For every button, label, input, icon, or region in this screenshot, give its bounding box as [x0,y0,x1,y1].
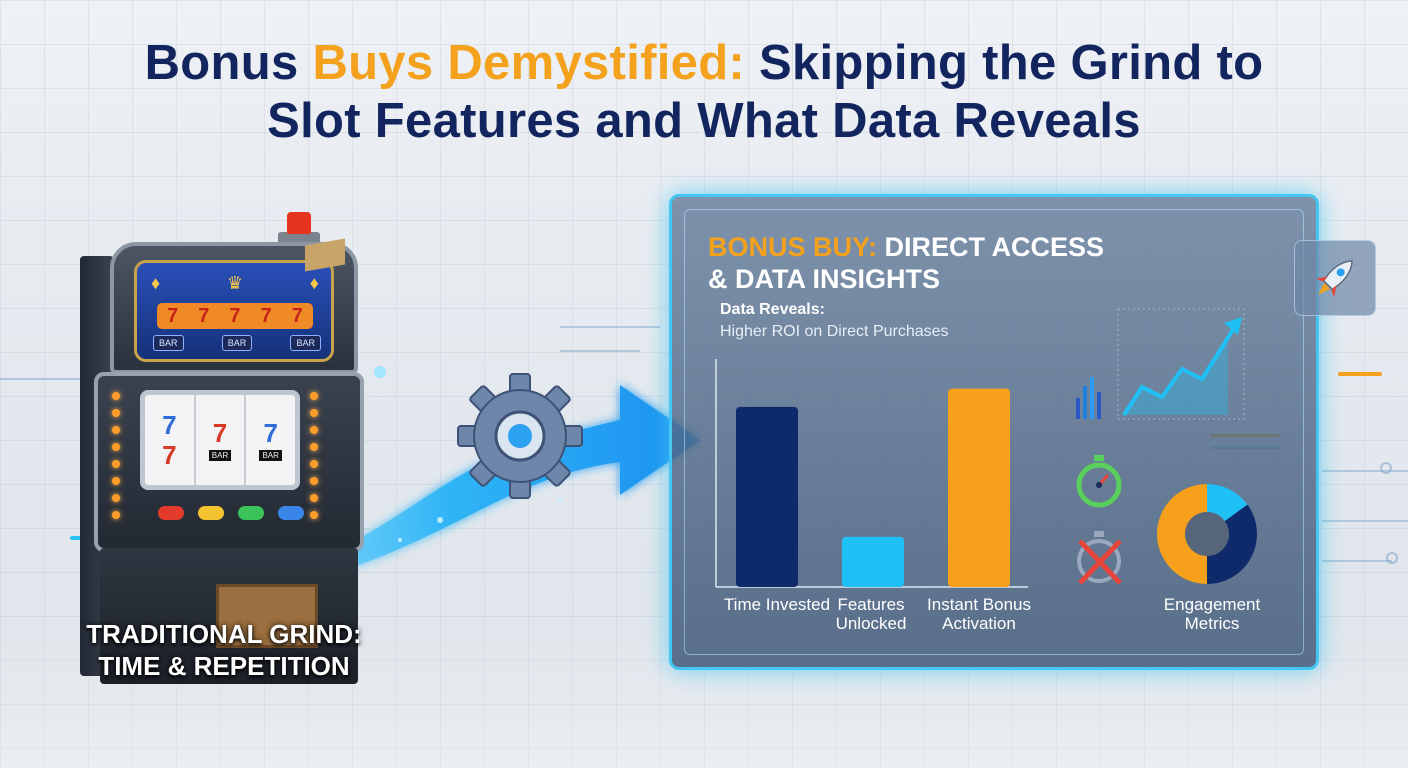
circuit-line [560,326,660,328]
bar-tag: BAR [290,335,321,351]
trend-frame [1117,308,1245,420]
stopwatch-cross-icon [1077,531,1122,585]
accent-dash [1338,372,1382,376]
machine-buttons [158,506,304,520]
green-button[interactable] [238,506,264,520]
seven-symbol: 7 [260,304,272,327]
red-button[interactable] [158,506,184,520]
title-part1: Bonus [144,36,299,90]
page-title: Bonus Buys Demystified: Skipping the Gri… [0,34,1408,150]
circuit-node [1386,552,1398,564]
seven-symbol: 7 [263,417,278,448]
panel-title-accent: BONUS BUY: [708,232,878,262]
bar-tag: BAR [153,335,184,351]
engagement-donut-chart [1157,484,1257,584]
bell-icon: ♦ [151,273,161,293]
reel-window: 7 7 7 BAR 7 BAR [140,390,300,490]
category-label-instant-bonus: Instant Bonus Activation [927,595,1031,633]
category-label-features-unlocked: Features Unlocked [835,595,907,633]
category-label-time-invested: Time Invested [723,595,831,614]
seven-symbol: 7 [229,304,241,327]
sparkle-dots [348,366,602,542]
engagement-metrics-label: Engagement Metrics [1163,595,1261,633]
left-lights [112,392,128,519]
bell-icon: ♦ [309,273,319,293]
right-lights [310,392,326,519]
label-line2: TIME & REPETITION [98,651,350,681]
mini-bar-group [1076,377,1101,419]
mini-bar [1097,392,1101,419]
circuit-line [1322,470,1408,472]
trend-arrow-head [1224,317,1242,335]
topper-icons: ♦ ♛ ♦ [151,273,319,294]
bar-features-unlocked [842,536,904,587]
circuit-node [1380,462,1392,474]
panel-title: BONUS BUY: DIRECT ACCESS & DATA INSIGHTS [708,231,1104,295]
donut-segment [1207,504,1257,584]
panel-inner-frame [684,209,1304,655]
traditional-grind-label: TRADITIONAL GRIND: TIME & REPETITION [44,618,404,682]
blue-button[interactable] [278,506,304,520]
bar-tag: BAR [221,335,253,351]
topper-bar-row: BAR BAR BAR [153,335,321,351]
title-accent: Buys Demystified: [312,36,746,90]
coin-door [216,584,318,648]
rocket-icon [1315,260,1353,298]
mini-bar [1083,386,1087,419]
seven-symbol: 7 [212,417,228,448]
data-reveals-text: Higher ROI on Direct Purchases [720,323,949,340]
panel-title-line2: & DATA INSIGHTS [708,264,940,294]
data-reveals-heading: Data Reveals: [720,301,825,318]
trend-arrow-icon [1122,323,1238,417]
mini-bar [1090,377,1094,419]
stopwatch-check-icon [1076,455,1122,508]
trend-chart [1076,308,1245,420]
crown-icon: ♛ [226,273,244,293]
reel: 7 BAR [196,395,247,485]
bar-tag: BAR [208,449,232,461]
bar-tag: BAR [259,449,282,461]
circuit-line [1322,520,1408,522]
title-line2: Slot Features and What Data Reveals [267,94,1141,148]
trend-area [1124,337,1228,415]
bonus-buy-panel: BONUS BUY: DIRECT ACCESS & DATA INSIGHTS… [669,194,1319,670]
seven-symbol: 7 [198,304,210,327]
donut-segment [1157,484,1207,584]
seven-symbol: 7 [167,304,179,327]
circuit-line [0,378,90,380]
label-line1: TRADITIONAL GRIND: [86,619,362,649]
gear-icon [457,373,583,499]
bar-instant-bonus-activation [948,388,1010,587]
reel: 7 BAR [246,395,295,485]
machine-top-light [287,212,311,234]
bar-time-invested [736,406,798,587]
circuit-line [1322,560,1392,562]
seven-symbol: 7 [162,440,177,470]
rocket-tile [1294,240,1376,316]
seven-symbol: 7 [291,304,303,327]
machine-base [100,548,358,684]
machine-bulb-base [278,232,320,244]
mini-bar [1076,398,1080,419]
slot-machine: ♦ ♛ ♦ 7 7 7 7 7 BAR BAR BAR 7 7 [80,212,380,684]
donut-segment [1207,484,1248,522]
panel-title-rest: DIRECT ACCESS [884,232,1105,262]
seven-symbol: 7 [162,410,177,440]
yellow-button[interactable] [198,506,224,520]
donut-hole [1185,512,1229,556]
machine-body: 7 7 7 BAR 7 BAR [94,372,364,552]
title-part2: Skipping the Grind to [758,36,1264,90]
circuit-line [560,350,640,352]
topper-screen: ♦ ♛ ♦ 7 7 7 7 7 BAR BAR BAR [134,260,334,362]
reel: 7 7 [145,395,196,485]
bar-chart [715,359,1028,588]
topper-sevens: 7 7 7 7 7 [157,303,313,329]
